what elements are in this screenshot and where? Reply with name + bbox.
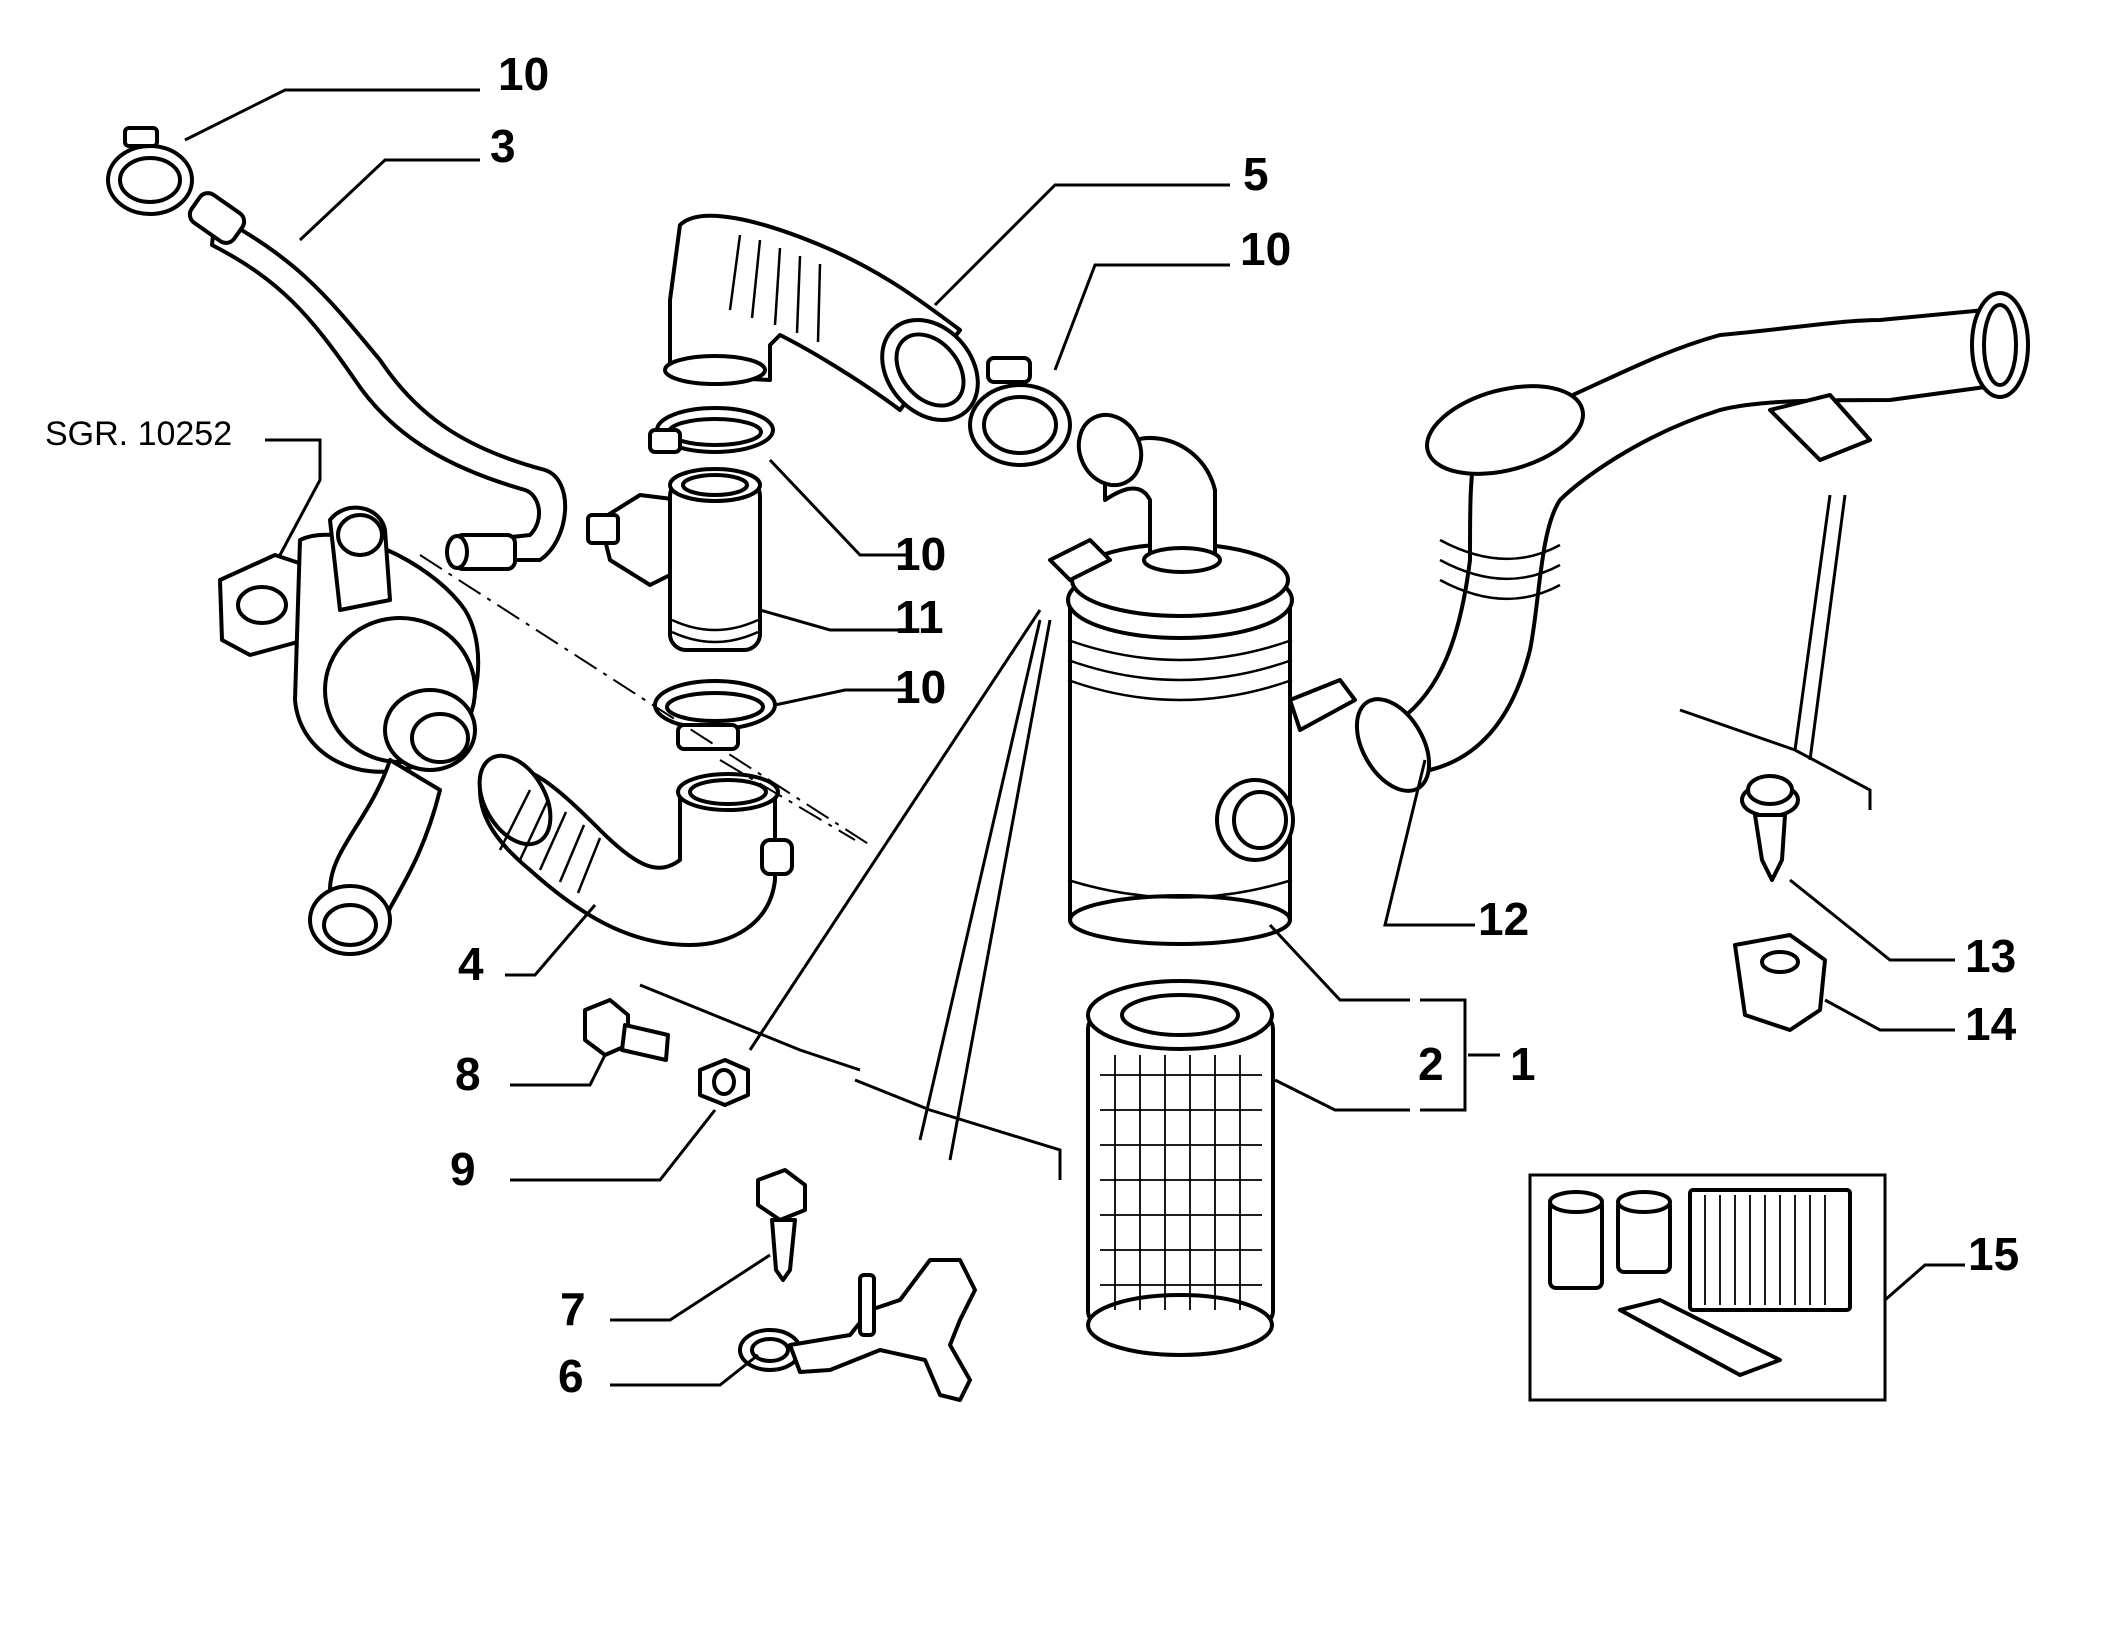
- callout-4: 4: [458, 938, 484, 990]
- air-filter-housing-2: [1048, 412, 1357, 946]
- callout-14: 14: [1965, 998, 2017, 1050]
- callout-9: 9: [450, 1143, 476, 1195]
- service-kit-15: [1528, 1173, 1887, 1402]
- callout-10-upper-mid: 10: [895, 528, 946, 580]
- callout-6: 6: [558, 1350, 584, 1402]
- callout-15: 15: [1968, 1228, 2019, 1280]
- hose-clamp-10-upper-mid: [648, 406, 775, 454]
- intake-pipe-12: [1354, 291, 2030, 793]
- callout-2: 2: [1418, 1038, 1444, 1090]
- air-filter-cartridge: [1086, 979, 1275, 1357]
- air-flow-meter-11: [586, 467, 762, 652]
- callout-12: 12: [1478, 893, 1529, 945]
- reference-label: SGR. 10252: [45, 415, 232, 453]
- clip-nut-14: [1733, 933, 1827, 1032]
- breather-pipe-3: [187, 191, 567, 571]
- bolt-8: [583, 998, 670, 1062]
- callout-1: 1: [1510, 1038, 1536, 1090]
- hose-clamp-10-top: [106, 126, 194, 216]
- turbocharger-reference: [218, 505, 481, 956]
- callout-3: 3: [490, 120, 516, 172]
- assembly-lines: [419, 494, 1872, 1180]
- callout-7: 7: [560, 1283, 586, 1335]
- callout-13: 13: [1965, 930, 2016, 982]
- intake-hose-elbow-4: [477, 753, 794, 947]
- callout-5: 5: [1243, 148, 1269, 200]
- bracket-6: [738, 1258, 977, 1402]
- callout-8: 8: [455, 1048, 481, 1100]
- callout-leaders: [184, 88, 1965, 1387]
- hose-clamp-10-upper-right: [968, 356, 1072, 467]
- hose-clamp-10-lower-mid: [653, 679, 777, 751]
- callout-11: 11: [895, 591, 944, 643]
- screw-13: [1740, 774, 1800, 882]
- callout-10-upper-right: 10: [1240, 223, 1291, 275]
- intake-hose-5: [663, 213, 980, 423]
- screw-7: [756, 1168, 807, 1282]
- nut-9: [698, 1058, 750, 1107]
- callout-10-lower-mid: 10: [895, 661, 946, 713]
- callout-10-top: 10: [498, 48, 549, 100]
